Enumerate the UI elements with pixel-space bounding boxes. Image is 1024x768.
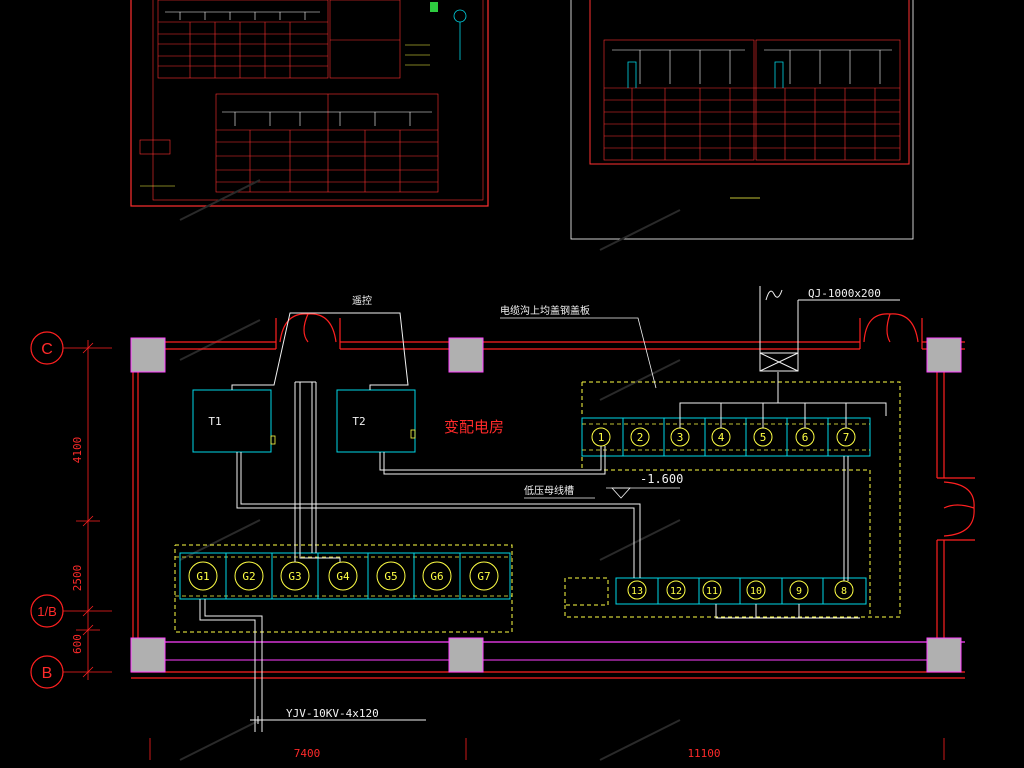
column <box>130 337 166 373</box>
cable-trenches <box>174 381 901 633</box>
axis-c-marker: C <box>30 331 64 365</box>
trench-label: QJ-1000x200 <box>808 287 881 300</box>
hv-cabinet-label: 12 <box>670 586 682 597</box>
room-walls <box>131 318 975 679</box>
structural-columns <box>130 337 962 673</box>
door-top-left <box>279 313 337 343</box>
column <box>448 637 484 673</box>
sheet-thumbnail-left <box>130 0 489 207</box>
transformer-t1: T1 <box>192 389 276 453</box>
sheet-inner-frame <box>152 0 484 201</box>
transformer-t2: T2 <box>336 389 416 453</box>
cable-routes <box>199 312 887 732</box>
floor-plan: C 1/B B 4100 2500 600 <box>30 286 975 760</box>
generator-cabinet-g1 <box>188 561 218 591</box>
generator-cabinet-g2 <box>234 561 264 591</box>
hv-cabinet-9 <box>789 580 809 600</box>
generator-cabinet-label: G7 <box>477 570 490 583</box>
hv-cabinet-12 <box>666 580 686 600</box>
generator-cabinet-label: G6 <box>430 570 443 583</box>
generator-cabinet-label: G3 <box>288 570 301 583</box>
hv-cabinet-label: 2 <box>637 431 644 444</box>
hv-cabinet-11 <box>702 580 722 600</box>
cable-note-leader <box>500 317 657 389</box>
generator-cabinet-label: G4 <box>336 570 350 583</box>
generator-cabinet-g6 <box>422 561 452 591</box>
hv-cabinet-label: 6 <box>802 431 809 444</box>
hv-cabinet-label: 1 <box>598 431 605 444</box>
remote-control-label: 遥控 <box>352 294 372 307</box>
dimension-label-7400: 7400 <box>294 747 321 760</box>
hv-cabinet-label: 4 <box>718 431 725 444</box>
dimension-label-2500: 2500 <box>71 565 84 592</box>
sheet-frame <box>130 0 489 207</box>
sheet-thumbnail-right <box>570 0 914 240</box>
generator-cabinet-g4 <box>328 561 358 591</box>
hv-cabinet-label: 11 <box>706 586 718 597</box>
column <box>130 637 166 673</box>
hv-cabinet-label: 8 <box>841 586 847 597</box>
door-top-right <box>863 313 919 343</box>
room-name: 变配电房 <box>444 418 504 436</box>
transformer-t1-label: T1 <box>208 415 221 428</box>
elevation-label: -1.600 <box>640 472 683 486</box>
hv-cabinet-row-bottom: 13 12 11 10 9 8 <box>615 577 867 605</box>
generator-cabinet-label: G2 <box>242 570 255 583</box>
vertical-dimension-chain <box>63 340 112 680</box>
hv-cabinet-10 <box>746 580 766 600</box>
hv-cabinet-label: 5 <box>760 431 767 444</box>
generator-cabinet-g7 <box>469 561 499 591</box>
hv-cabinet-2 <box>630 427 650 447</box>
door-right <box>943 481 975 537</box>
generator-cabinet-label: G5 <box>384 570 397 583</box>
hv-cabinet-label: 3 <box>677 431 684 444</box>
watermark-pattern <box>179 179 681 761</box>
axis-b-label: B <box>42 665 53 682</box>
incoming-cable-label: YJV-10KV-4x120 <box>286 707 379 720</box>
hv-cabinet-label: 7 <box>843 431 850 444</box>
cable-note-label: 电缆沟上均盖钢盖板 <box>500 304 590 317</box>
hv-cabinet-row-top: 1 2 3 4 5 6 7 <box>581 417 871 457</box>
dimension-label-600: 600 <box>71 634 84 654</box>
elevation-marker <box>606 487 680 499</box>
axis-b-marker: B <box>30 655 64 689</box>
axis-c-label: C <box>41 341 53 358</box>
column <box>926 337 962 373</box>
sheet-frame <box>570 0 914 240</box>
busway-label: 低压母线槽 <box>524 484 574 497</box>
dimension-label-11100: 11100 <box>687 747 720 760</box>
column <box>448 337 484 373</box>
column <box>926 637 962 673</box>
trench-entry <box>759 286 900 372</box>
dimension-label-4100: 4100 <box>71 437 84 464</box>
transformer-t2-label: T2 <box>352 415 365 428</box>
axis-b-sub-label: 1/B <box>37 604 57 619</box>
hv-cabinet-label: 10 <box>750 586 762 597</box>
hv-cabinet-label: 13 <box>631 586 643 597</box>
axis-b-sub-marker: 1/B <box>30 594 64 628</box>
generator-cabinet-row: G1 G2 G3 G4 G5 G6 G7 <box>175 552 512 600</box>
hv-cabinet-13 <box>627 580 647 600</box>
horizontal-dimension-chain <box>149 738 945 760</box>
sheet-inner-frame <box>589 0 910 165</box>
hv-cabinet-label: 9 <box>796 586 802 597</box>
generator-cabinet-g5 <box>376 561 406 591</box>
generator-cabinet-label: G1 <box>196 570 209 583</box>
